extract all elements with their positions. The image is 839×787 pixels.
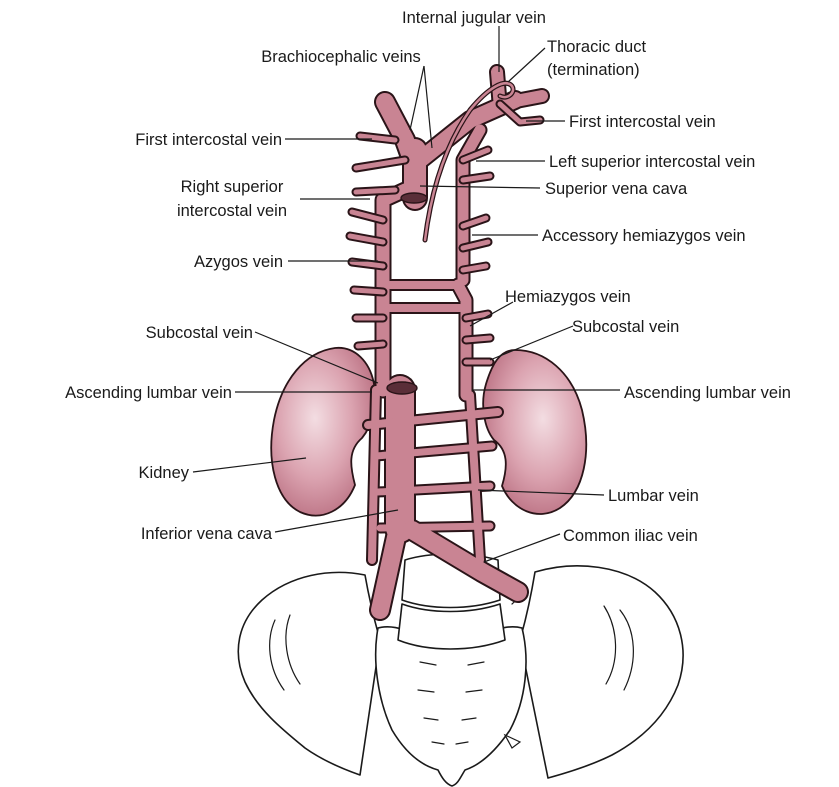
label-common-iliac-vein: Common iliac vein (563, 527, 698, 545)
label-kidney: Kidney (139, 464, 190, 482)
label-subcostal-vein-left: Subcostal vein (572, 318, 679, 336)
label-inferior-vena-cava: Inferior vena cava (141, 525, 273, 543)
label-internal-jugular-vein: Internal jugular vein (402, 9, 546, 27)
left-iliac-bone (520, 566, 683, 778)
label-hemiazygos-vein: Hemiazygos vein (505, 288, 631, 306)
svc-cut-end (401, 193, 427, 203)
right-kidney (271, 348, 375, 516)
label-ascending-lumbar-vein-left: Ascending lumbar vein (624, 384, 791, 402)
label-first-intercostal-vein-left: First intercostal vein (569, 113, 716, 131)
label-superior-vena-cava: Superior vena cava (545, 180, 688, 198)
veins (350, 72, 542, 610)
sacrum (376, 627, 526, 786)
label-right-superior-intercostal-line1: Right superior (181, 178, 284, 196)
label-subcostal-vein-right: Subcostal vein (146, 324, 253, 342)
right-iliac-bone (238, 572, 380, 775)
label-brachiocephalic-veins: Brachiocephalic veins (261, 48, 421, 66)
left-kidney (483, 350, 586, 514)
label-lumbar-vein: Lumbar vein (608, 487, 699, 505)
labels: Internal jugular vein Brachiocephalic ve… (65, 9, 791, 545)
right-intercostal-veins (350, 136, 405, 346)
label-accessory-hemiazygos-vein: Accessory hemiazygos vein (542, 227, 746, 245)
label-left-superior-intercostal-vein: Left superior intercostal vein (549, 153, 755, 171)
label-thoracic-duct-line2: (termination) (547, 61, 640, 79)
label-ascending-lumbar-vein-right: Ascending lumbar vein (65, 384, 232, 402)
label-right-superior-intercostal-line2: intercostal vein (177, 202, 287, 220)
label-azygos-vein: Azygos vein (194, 253, 283, 271)
lumbar-vertebra (398, 604, 505, 649)
label-first-intercostal-vein-right: First intercostal vein (135, 131, 282, 149)
pelvis (238, 554, 683, 786)
ivc-cut-end (387, 382, 417, 394)
label-thoracic-duct-line1: Thoracic duct (547, 38, 646, 56)
